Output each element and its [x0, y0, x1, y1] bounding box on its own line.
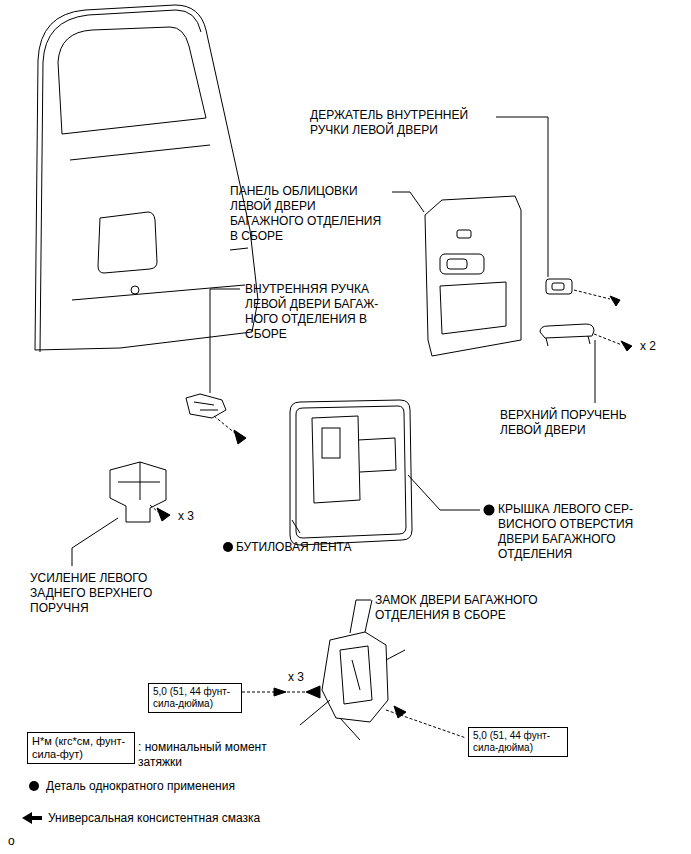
door-window [58, 27, 206, 134]
screw [157, 508, 170, 521]
panel-hole [457, 230, 471, 238]
torque-box: 5,0 (51, 44 фунт-сила-дюйма) [148, 683, 242, 713]
reinforcement [118, 462, 160, 500]
legend-text: : номинальный момент затяжки [138, 740, 273, 770]
part-label: БУТИЛОВАЯ ЛЕНТА [236, 540, 351, 555]
torque-text: 5,0 (51, 44 фунт-сила-дюйма) [153, 686, 237, 710]
part-label: УСИЛЕНИЕ ЛЕВОГО ЗАДНЕГО ВЕРХНЕГО ПОРУЧНЯ [30, 571, 165, 616]
door-lock [340, 646, 372, 704]
door-lock [322, 632, 388, 722]
dashed-line [574, 290, 610, 299]
part-label: ВЕРХНИЙ ПОРУЧЕНЬ ЛЕВОЙ ДВЕРИ [500, 408, 650, 438]
legend-dot [29, 781, 39, 791]
leader-line [210, 289, 240, 393]
trim-panel [425, 196, 521, 356]
leader-line [392, 192, 424, 212]
door-edge [40, 10, 201, 352]
one-time-dot [484, 505, 495, 516]
butyl-tape [296, 406, 406, 538]
inner-handle [186, 394, 226, 418]
panel-recess [440, 282, 506, 334]
dashed-line [594, 334, 622, 345]
quantity-label: x 2 [640, 339, 656, 354]
part-label: ВНУТРЕННЯЯ РУЧКА ЛЕВОЙ ДВЕРИ БАГАЖ- НОГО… [245, 282, 397, 342]
handle-holder [552, 283, 564, 290]
door-line [70, 145, 248, 300]
legend-text: Универсальная консистентная смазка [48, 811, 260, 826]
legend-arrow [22, 812, 42, 824]
door-service-hole [98, 212, 157, 273]
door-hole [131, 286, 139, 294]
legend-torque-box: Н*м (кгс*см, фунт-сила-фут) [27, 732, 135, 764]
torque-text: 5,0 (51, 44 фунт-сила-дюйма) [473, 730, 563, 754]
leader-line [72, 518, 118, 566]
torque-box: 5,0 (51, 44 фунт-сила-дюйма) [468, 727, 568, 757]
screw [394, 706, 406, 718]
torque-text: Н*м (кгс*см, фунт-сила-фут) [32, 735, 130, 761]
panel-pocket [447, 259, 467, 269]
one-time-dot [223, 542, 233, 552]
leader-line [496, 117, 548, 277]
quantity-label: x 3 [178, 509, 194, 524]
service-hole-cover [290, 400, 412, 545]
quantity-label: x 3 [288, 670, 304, 685]
screw [234, 430, 246, 444]
dashed-line [214, 416, 236, 434]
cover-block [358, 438, 396, 472]
figure-code: o [8, 834, 15, 849]
assist-grip [546, 336, 590, 346]
part-label: КРЫШКА ЛЕВОГО СЕР- ВИСНОГО ОТВЕРСТИЯ ДВЕ… [498, 502, 650, 562]
panel-pocket [440, 254, 484, 274]
reinforcement [110, 462, 166, 522]
leader-line [595, 340, 596, 403]
screw [274, 688, 286, 696]
screw [610, 296, 620, 306]
screw [621, 341, 632, 351]
handle-holder [546, 279, 572, 294]
cover-block [322, 428, 340, 458]
leader-line [292, 520, 300, 533]
legend-text: Деталь однократного применения [46, 779, 235, 794]
assist-grip [540, 324, 594, 338]
part-label: ПАНЕЛЬ ОБЛИЦОВКИ ЛЕВОЙ ДВЕРИ БАГАЖНОГО О… [230, 184, 388, 244]
leader-line [408, 475, 480, 510]
part-label: ЗАМОК ДВЕРИ БАГАЖНОГО ОТДЕЛЕНИЯ В СБОРЕ [375, 593, 555, 623]
part-label: ДЕРЖАТЕЛЬ ВНУТРЕННЕЙ РУЧКИ ЛЕВОЙ ДВЕРИ [310, 108, 495, 138]
leader-line [350, 600, 371, 633]
grease-arrow [306, 686, 320, 698]
inner-handle [194, 402, 218, 410]
door-outline [35, 5, 258, 350]
cover-block [312, 416, 360, 503]
